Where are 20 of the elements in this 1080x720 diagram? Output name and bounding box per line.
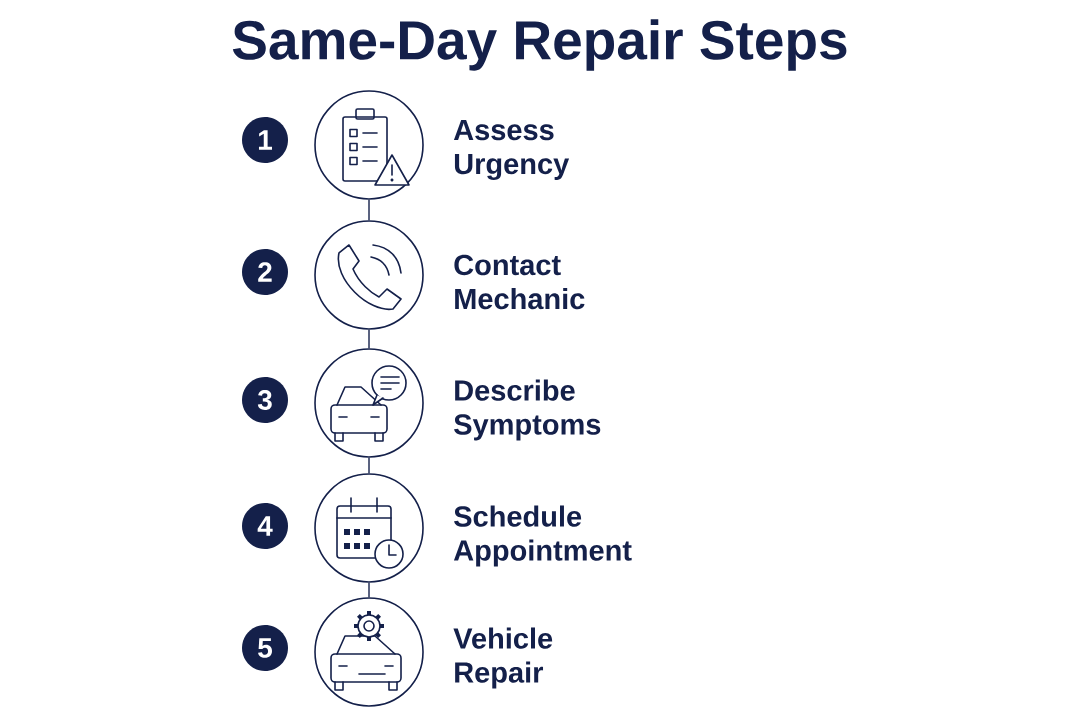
title: Same-Day Repair Steps bbox=[232, 19, 847, 71]
step-label: Contact Mechanic bbox=[454, 254, 585, 310]
step-number-badge: 2 bbox=[242, 249, 288, 295]
step-label: Vehicle Repair bbox=[453, 627, 553, 689]
step-circle bbox=[314, 348, 424, 458]
step-circle bbox=[314, 220, 424, 330]
step-number-badge: 1 bbox=[242, 117, 288, 163]
step-circle bbox=[314, 90, 424, 200]
step-number-badge: 3 bbox=[242, 377, 288, 423]
step-number-badge: 4 bbox=[242, 503, 288, 549]
step-label: Describe Symptoms bbox=[454, 379, 601, 441]
step-label: Schedule Appointment bbox=[453, 505, 632, 567]
connector-line bbox=[368, 329, 370, 349]
step-circle bbox=[314, 473, 424, 583]
step-circle bbox=[314, 597, 424, 707]
connector-line bbox=[368, 457, 370, 474]
step-number-badge: 5 bbox=[242, 625, 288, 671]
connector-line bbox=[368, 199, 370, 221]
step-label: Assess Urgency bbox=[453, 119, 570, 181]
connector-line bbox=[368, 582, 370, 598]
